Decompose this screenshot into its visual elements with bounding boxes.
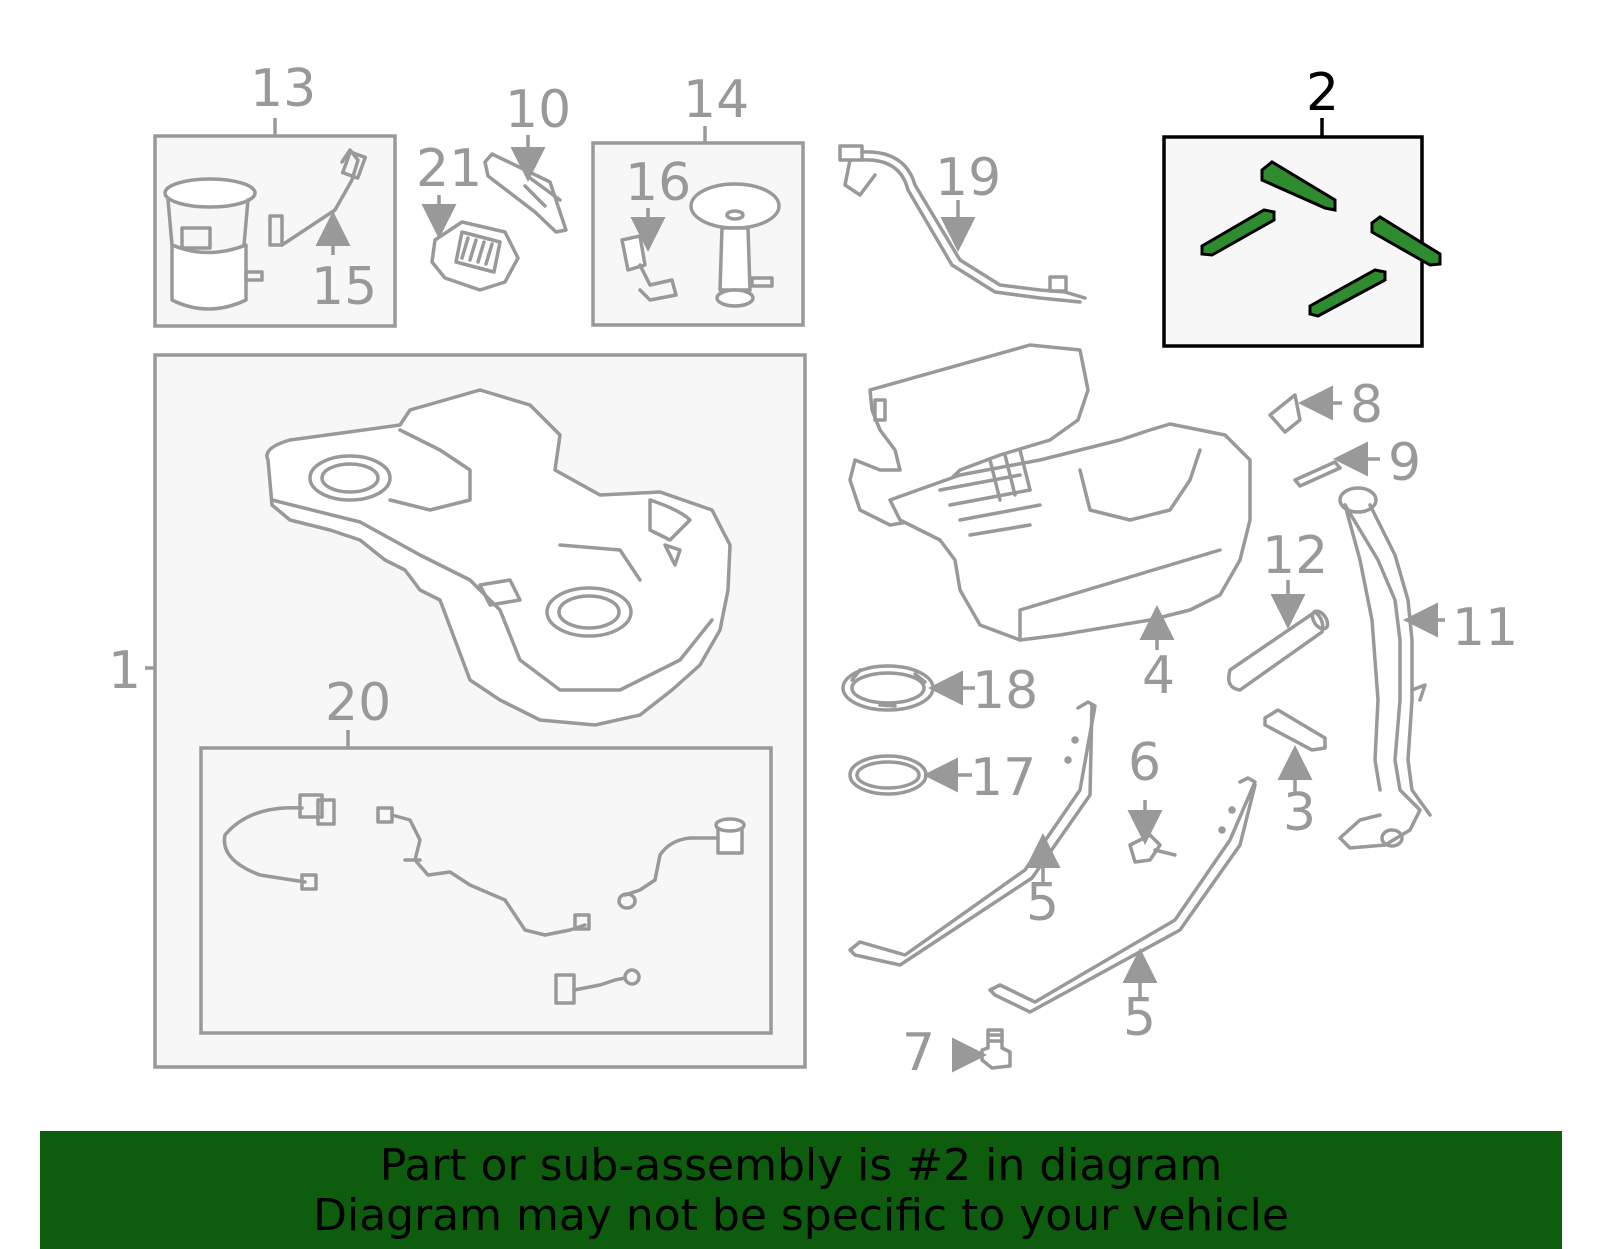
callout-13: 13 <box>250 59 316 119</box>
part-6-bolt[interactable] <box>1127 800 1177 864</box>
part-12-tube[interactable] <box>1227 580 1331 692</box>
part-2-highlight-box[interactable] <box>1162 118 1442 348</box>
callout-16: 16 <box>625 153 691 213</box>
banner-line-2: Diagram may not be specific to your vehi… <box>313 1190 1289 1241</box>
info-banner: Part or sub-assembly is #2 in diagram Di… <box>40 1131 1562 1249</box>
callout-20: 20 <box>325 673 391 733</box>
callout-1: 1 <box>108 641 141 701</box>
callout-21: 21 <box>416 139 482 199</box>
part-18-lock-ring[interactable] <box>841 664 975 712</box>
part-3-pad[interactable] <box>1263 708 1327 792</box>
part-13-fuel-pump-box[interactable] <box>153 118 397 328</box>
callout-7: 7 <box>902 1023 935 1083</box>
part-7-bolt[interactable] <box>952 1028 1012 1073</box>
part-14-sender-box[interactable] <box>591 126 805 327</box>
callout-15: 15 <box>311 257 377 317</box>
callout-9: 9 <box>1388 433 1421 493</box>
part-5-strap-lower[interactable] <box>988 776 1257 1014</box>
callout-labels: 13 15 21 10 14 16 19 2 1 20 8 9 12 11 4 … <box>108 59 1518 1083</box>
callout-10: 10 <box>505 80 571 140</box>
part-5-strap-upper[interactable] <box>848 700 1097 967</box>
part-11-filler-pipe[interactable] <box>1338 486 1445 850</box>
callout-4: 4 <box>1142 646 1175 706</box>
part-17-seal[interactable] <box>848 754 972 796</box>
callout-8: 8 <box>1350 375 1383 435</box>
callout-17: 17 <box>970 748 1036 808</box>
pad-d <box>1308 268 1387 318</box>
part-10-bracket[interactable] <box>483 135 568 234</box>
callout-14: 14 <box>683 70 749 130</box>
callout-6: 6 <box>1128 733 1161 793</box>
pad-a <box>1260 160 1337 212</box>
callout-18: 18 <box>972 661 1038 721</box>
part-19-fuel-line[interactable] <box>838 144 1087 304</box>
part-20-harness-box[interactable] <box>199 730 773 1035</box>
callout-19: 19 <box>935 148 1001 208</box>
callout-11: 11 <box>1452 598 1518 658</box>
part-21-sensor[interactable] <box>421 195 520 292</box>
part-8-clip[interactable] <box>1268 385 1342 434</box>
callout-2: 2 <box>1306 63 1339 123</box>
pad-b <box>1200 208 1276 257</box>
callout-5-upper: 5 <box>1026 873 1059 933</box>
callout-3: 3 <box>1283 783 1316 843</box>
part-9-strip[interactable] <box>1293 441 1380 488</box>
part-4-heat-shield[interactable] <box>848 343 1252 650</box>
callout-5-lower: 5 <box>1123 988 1156 1048</box>
pad-c <box>1370 215 1442 267</box>
callout-12: 12 <box>1262 526 1328 586</box>
banner-line-1: Part or sub-assembly is #2 in diagram <box>379 1140 1223 1191</box>
